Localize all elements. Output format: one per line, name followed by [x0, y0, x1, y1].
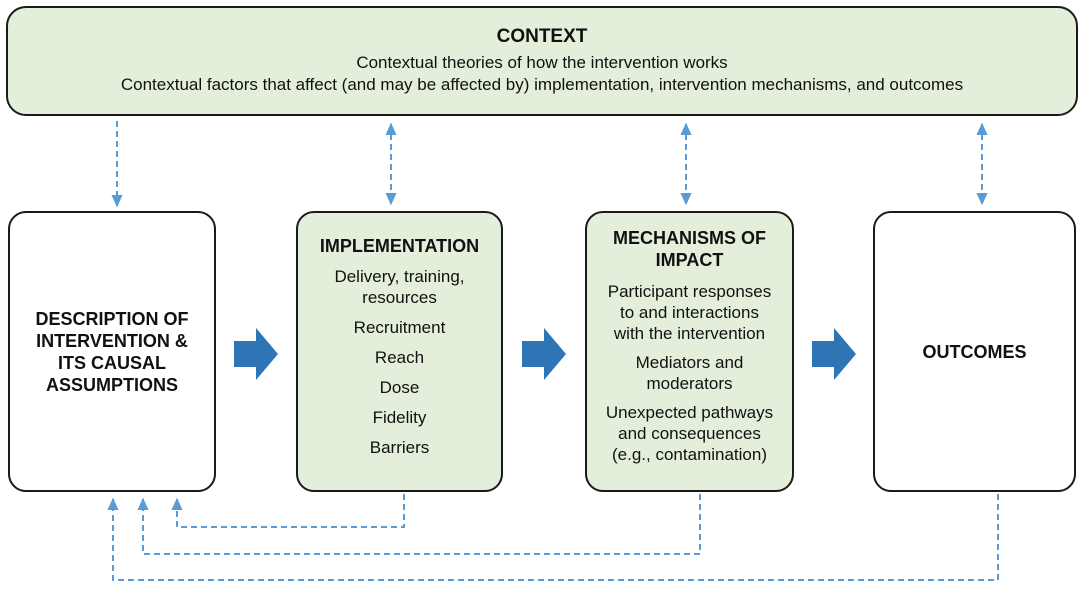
description-title-line: ASSUMPTIONS	[45, 374, 178, 395]
description-title-line: INTERVENTION &	[36, 330, 188, 351]
description-title-line: DESCRIPTION OF	[35, 308, 189, 329]
implementation-item-fidelity: Fidelity	[372, 408, 427, 427]
mechanisms-title-line: IMPACT	[655, 250, 724, 270]
mechanisms-feedback-connector	[137, 494, 701, 555]
flow-arrow-icon	[812, 328, 856, 380]
mechanisms-item-line: (e.g., contamination)	[612, 445, 767, 464]
mechanisms-item-line: to and interactions	[620, 303, 759, 322]
outcomes-feedback-connector	[107, 494, 999, 581]
flow-arrow-icon	[522, 328, 566, 380]
description-title-line: ITS CAUSAL	[58, 352, 166, 373]
implementation-box: IMPLEMENTATION Delivery, training, resou…	[296, 211, 503, 492]
implementation-item-reach: Reach	[374, 348, 425, 367]
context-line-theories: Contextual theories of how the intervent…	[356, 53, 728, 72]
implementation-feedback-connector	[171, 494, 405, 528]
mechanisms-box: MECHANISMS OF IMPACT Participant respons…	[585, 211, 794, 492]
mechanisms-item-line: moderators	[646, 374, 733, 393]
mechanisms-item-line: and consequences	[618, 424, 761, 443]
mechanisms-item-line: Unexpected pathways	[605, 403, 774, 422]
mechanisms-title-line: MECHANISMS OF	[613, 228, 766, 248]
mechanisms-item-mediators: Mediators and moderators	[630, 352, 750, 394]
implementation-item-delivery: Delivery, training, resources	[334, 267, 465, 307]
mechanisms-item-line: Participant responses	[607, 282, 772, 301]
context-title: CONTEXT	[496, 26, 588, 47]
implementation-item-recruitment: Recruitment	[353, 318, 446, 337]
mechanisms-item-line: Mediators and	[635, 353, 744, 372]
implementation-item-barriers: Barriers	[369, 438, 430, 457]
context-box: CONTEXT Contextual theories of how the i…	[6, 6, 1078, 116]
flow-arrow-icon	[234, 328, 278, 380]
mechanisms-item-responses: Participant responses to and interaction…	[602, 281, 777, 344]
description-box: DESCRIPTION OF INTERVENTION & ITS CAUSAL…	[8, 211, 216, 492]
mechanisms-item-line: with the intervention	[613, 324, 766, 343]
context-line-factors: Contextual factors that affect (and may …	[120, 75, 964, 94]
outcomes-title: OUTCOMES	[922, 341, 1027, 362]
implementation-title: IMPLEMENTATION	[319, 236, 480, 256]
outcomes-box: OUTCOMES	[873, 211, 1076, 492]
mechanisms-item-unexpected: Unexpected pathways and consequences (e.…	[600, 402, 779, 465]
implementation-item-dose: Dose	[379, 378, 420, 397]
